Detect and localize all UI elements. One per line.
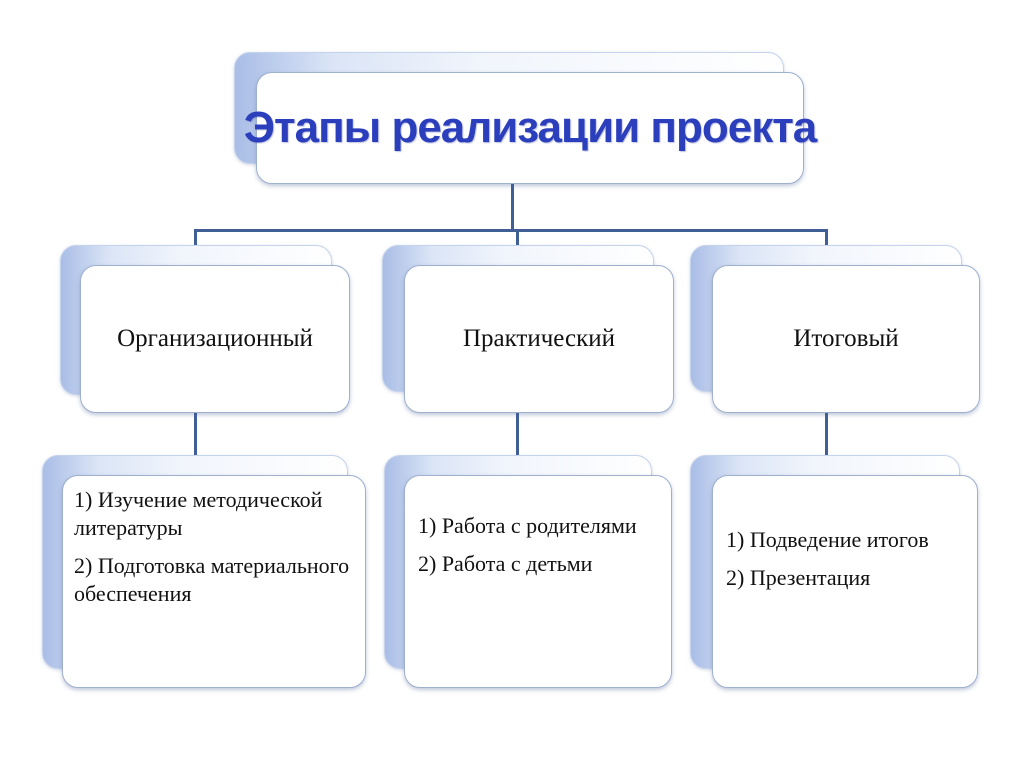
task-item: 1) Изучение методической литературы xyxy=(74,487,323,540)
stage-label-organizational: Организационный xyxy=(117,325,313,352)
task-item: 2) Подготовка материального обеспечения xyxy=(74,553,350,606)
connector-stage-3-to-items xyxy=(825,413,828,455)
stage-label-practical: Практический xyxy=(462,325,616,352)
connector-horizontal-bar xyxy=(194,229,828,232)
connector-stage-1-to-items xyxy=(194,413,197,455)
items-list-3: 1) Подведение итогов 2) Презентация xyxy=(726,526,966,602)
items-box-1 xyxy=(62,475,366,688)
stage-box-1 xyxy=(80,265,350,413)
items-list-2: 1) Работа с родителями 2) Работа с детьм… xyxy=(418,512,658,588)
connector-to-stage-1 xyxy=(194,229,197,247)
task-item: 1) Подведение итогов xyxy=(726,527,929,552)
items-box-3 xyxy=(712,475,978,688)
task-item: 1) Работа с родителями xyxy=(418,513,637,538)
title-box xyxy=(256,72,804,184)
diagram-title: Этапы реализации проекта xyxy=(243,103,818,152)
stage-label-final: Итоговый xyxy=(793,325,899,352)
connector-stage-2-to-items xyxy=(516,413,519,455)
task-item: 2) Работа с детьми xyxy=(418,551,593,576)
task-item: 2) Презентация xyxy=(726,565,871,590)
stage-box-2 xyxy=(404,265,674,413)
items-box-2 xyxy=(404,475,672,688)
connector-to-stage-2 xyxy=(516,229,519,247)
items-list-1: 1) Изучение методической литературы 2) П… xyxy=(74,486,358,618)
stage-box-3 xyxy=(712,265,980,413)
connector-to-stage-3 xyxy=(825,229,828,247)
connector-title-trunk xyxy=(511,184,514,232)
